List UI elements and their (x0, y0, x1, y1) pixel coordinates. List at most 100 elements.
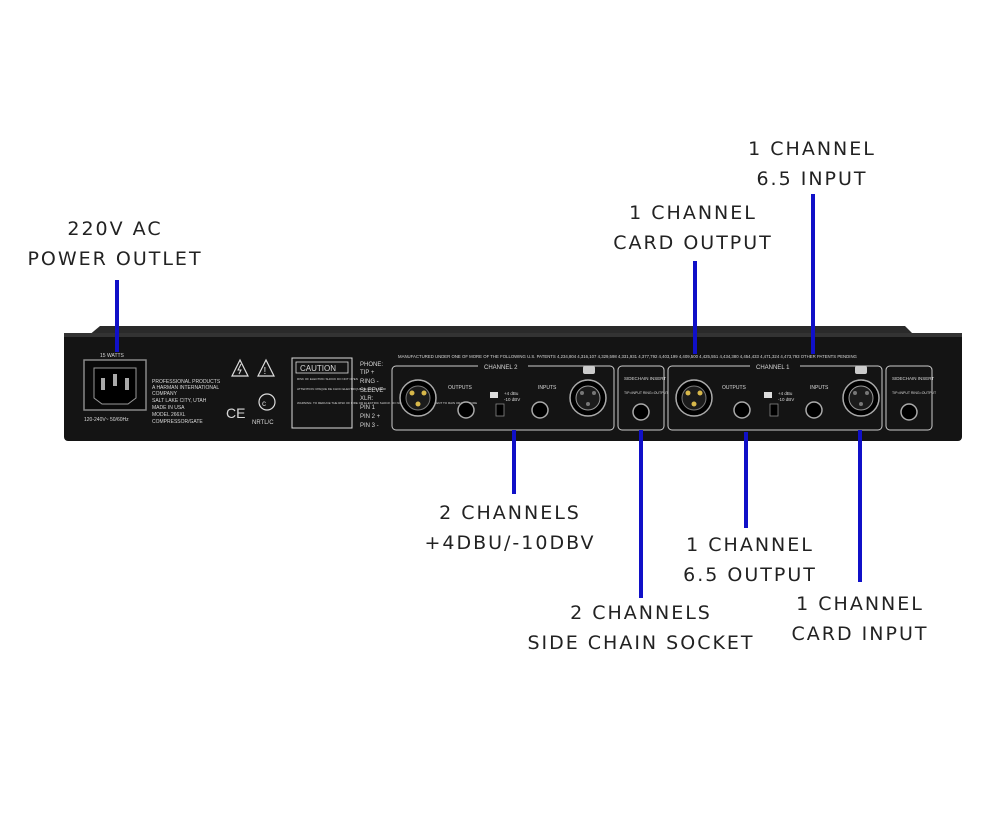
caution-title: CAUTION (300, 364, 336, 373)
level-switch-callout-line2: +4DBU/-10DBV (424, 532, 596, 554)
power-callout-line1: 220V AC (67, 218, 163, 240)
lightning-icon (237, 363, 242, 375)
channel-1-title: CHANNEL 1 (756, 365, 790, 371)
maker-line: PROFESSIONAL PRODUCTS (152, 379, 221, 385)
sidechain-callout-line1: 2 CHANNELS (570, 602, 712, 624)
ch2-xlr-socket-hole (580, 391, 584, 395)
pinout-line: SLEEVE (360, 388, 383, 394)
maker-line: COMPANY (152, 391, 178, 397)
patents-text: MANUFACTURED UNDER ONE OF MORE OF THE FO… (398, 354, 858, 359)
voltage-label: 120-240V~ 50/60Hz (84, 417, 129, 423)
card-output-callout-line1: 1 CHANNEL (629, 202, 757, 224)
pinout-line: PIN 1 (360, 405, 376, 411)
pinout-line: TIP + (360, 370, 375, 376)
sidechain-callout: 2 CHANNELS SIDE CHAIN SOCKET (516, 598, 766, 658)
card-input-callout: 1 CHANNEL CARD INPUT (760, 589, 960, 649)
sidechain-callout-line2: SIDE CHAIN SOCKET (527, 632, 755, 654)
nrtl-label: NRTL/C (252, 420, 274, 426)
ch2-level-b: -10 dBV (504, 397, 520, 402)
ch2-level-a: +4 dBu (504, 391, 519, 396)
power-callout-line2: POWER OUTLET (27, 248, 203, 270)
ch1-level-switch[interactable] (769, 403, 779, 417)
pinout-line: XLR: (360, 396, 374, 402)
sidechain-1-title: SIDECHAIN INSERT (892, 376, 934, 381)
power-leader-line (115, 280, 119, 352)
pinout-line: PHONE: (360, 362, 383, 368)
sidechain-1-jack[interactable] (900, 403, 918, 421)
rack-highlight (64, 333, 962, 337)
maker-info: PROFESSIONAL PRODUCTS A HARMAN INTERNATI… (152, 379, 221, 425)
channel-1-title-bg (750, 361, 800, 370)
watts-label: 15 WATTS (100, 353, 125, 359)
ce-mark: CE (226, 405, 245, 421)
ch1-level-switch-icon (764, 392, 772, 398)
card-input-callout-line1: 1 CHANNEL (796, 593, 924, 615)
ch2-xlr-input-inner (575, 385, 601, 411)
csa-mark-icon (258, 393, 276, 411)
sidechain-2-jack[interactable] (632, 403, 650, 421)
caution-label-box (291, 357, 353, 429)
output-65-callout-line2: 6.5 OUTPUT (683, 564, 817, 586)
level-switch-leader-line (512, 430, 516, 494)
ch2-xlr-pin (415, 401, 421, 407)
ch1-xlr-socket-hole (865, 391, 869, 395)
ch1-level-b: -10 dBV (778, 397, 794, 402)
sidechain-1-sub: TIP=INPUT RING=OUTPUT (892, 391, 937, 395)
sidechain-2-sub: TIP=INPUT RING=OUTPUT (624, 391, 669, 395)
maker-line: MADE IN USA (152, 405, 185, 411)
maker-line: SALT LAKE CITY, UTAH (152, 398, 207, 404)
card-output-callout: 1 CHANNEL CARD OUTPUT (590, 198, 796, 258)
power-callout: 220V AC POWER OUTLET (10, 214, 220, 274)
sidechain-leader-line (639, 430, 643, 598)
card-output-callout-line2: CARD OUTPUT (613, 232, 773, 254)
level-switch-callout-line1: 2 CHANNELS (439, 502, 581, 524)
maker-line: MODEL 266XL (152, 412, 186, 418)
exclamation-icon: ! (264, 366, 267, 377)
ch2-xlr-pin (421, 390, 427, 396)
pinout-line: RING - (360, 379, 379, 385)
ch2-level-switch-icon (490, 392, 498, 398)
channel-2-title-bg (478, 361, 528, 370)
ch2-inputs-label: INPUTS (538, 385, 557, 391)
ch1-xlr-pin (685, 390, 691, 396)
caution-triangle-icon (257, 358, 275, 377)
ch1-level-a: +4 dBu (778, 391, 793, 396)
caution-subtitle: RISK OF ELECTRIC SHOCK DO NOT OPEN (297, 377, 358, 381)
ch1-xlr-pin (697, 390, 703, 396)
card-input-leader-line (858, 430, 862, 582)
channel-2-title: CHANNEL 2 (484, 365, 518, 371)
output-65-callout: 1 CHANNEL 6.5 OUTPUT (650, 530, 850, 590)
ch1-xlr-socket-hole (853, 391, 857, 395)
pinout-legend: PHONE: TIP + RING - SLEEVE XLR: PIN 1 PI… (360, 362, 383, 429)
ch2-xlr-latch (583, 366, 595, 374)
ch1-outputs-label: OUTPUTS (722, 385, 747, 391)
ch2-outputs-label: OUTPUTS (448, 385, 473, 391)
level-switch-callout: 2 CHANNELS +4DBU/-10DBV (410, 498, 610, 558)
ch1-inputs-label: INPUTS (810, 385, 829, 391)
sidechain-1-box (885, 365, 933, 431)
ch2-jack-input[interactable] (531, 401, 549, 419)
ch1-jack-input[interactable] (805, 401, 823, 419)
ch2-level-switch[interactable] (495, 403, 505, 417)
pinout-line: PIN 2 + (360, 414, 381, 420)
maker-line: A HARMAN INTERNATIONAL (152, 385, 219, 391)
input-65-leader-line (811, 194, 815, 354)
input-65-callout-line2: 6.5 INPUT (756, 168, 868, 190)
sidechain-2-title: SIDECHAIN INSERT (624, 376, 666, 381)
ch2-xlr-socket-hole (586, 402, 590, 406)
ch2-jack-output[interactable] (457, 401, 475, 419)
pinout-line: PIN 3 - (360, 423, 379, 429)
card-output-leader-line (693, 261, 697, 354)
csa-mark-letter: c (262, 399, 266, 408)
output-65-leader-line (744, 432, 748, 528)
output-65-callout-line1: 1 CHANNEL (686, 534, 814, 556)
ch2-xlr-pin (409, 390, 415, 396)
iec-pin-left (101, 378, 105, 390)
ch1-xlr-socket-hole (859, 402, 863, 406)
input-65-callout: 1 CHANNEL 6.5 INPUT (712, 134, 912, 194)
ch1-xlr-pin (691, 401, 697, 407)
ch1-xlr-input-inner (848, 385, 874, 411)
ch1-jack-output[interactable] (733, 401, 751, 419)
caution-title-box (295, 361, 349, 374)
